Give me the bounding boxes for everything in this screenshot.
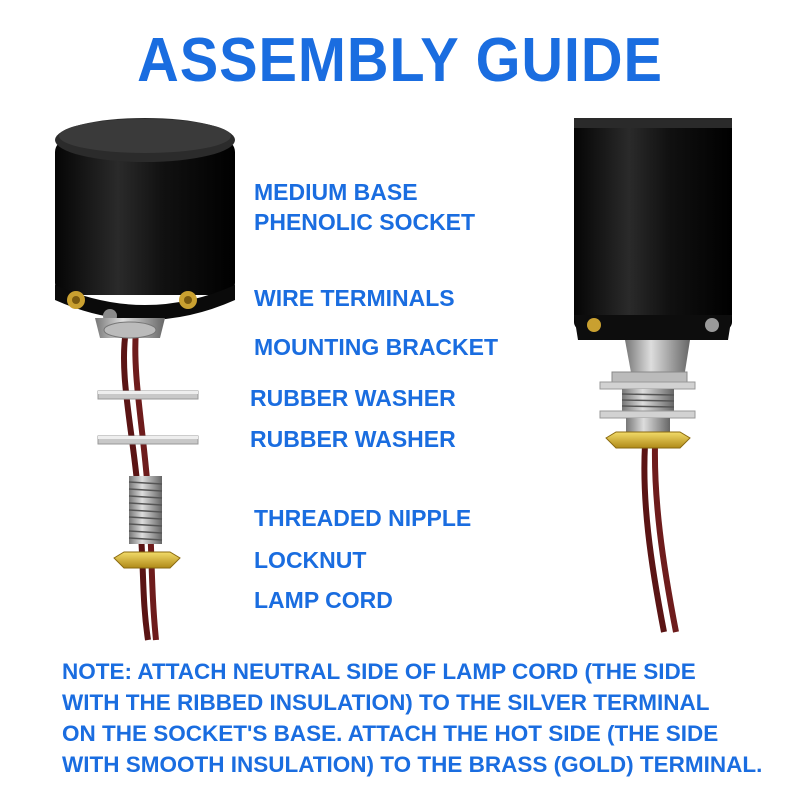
- locknut: [113, 551, 181, 569]
- label-threaded-nipple: THREADED NIPPLE: [254, 505, 472, 531]
- rubber-washer-bottom: [97, 435, 199, 445]
- exploded-socket-assembly: [55, 118, 235, 641]
- lamp-cord-right-b: [651, 444, 679, 633]
- wire-terminals: [67, 291, 197, 323]
- threaded-nipple: [128, 476, 163, 544]
- label-phenolic-socket: PHENOLIC SOCKET: [254, 209, 476, 235]
- label-mounting-bracket: MOUNTING BRACKET: [254, 334, 499, 360]
- rubber-washer-top: [97, 390, 199, 400]
- wiring-note: NOTE: ATTACH NEUTRAL SIDE OF LAMP CORD (…: [62, 656, 782, 780]
- label-rubber-washer-1: RUBBER WASHER: [250, 385, 456, 411]
- note-line-2: WITH THE RIBBED INSULATION) TO THE SILVE…: [62, 690, 710, 715]
- page-title: ASSEMBLY GUIDE: [137, 26, 663, 95]
- note-line-3: ON THE SOCKET'S BASE. ATTACH THE HOT SID…: [62, 721, 719, 746]
- mounting-bracket: [95, 318, 165, 339]
- note-line-4: WITH SMOOTH INSULATION) TO THE BRASS (GO…: [62, 752, 763, 777]
- label-wire-terminals: WIRE TERMINALS: [254, 285, 455, 311]
- label-locknut: LOCKNUT: [254, 547, 367, 573]
- assembled-socket: [574, 118, 732, 633]
- label-medium-base: MEDIUM BASE: [254, 179, 418, 205]
- label-lamp-cord: LAMP CORD: [254, 587, 393, 613]
- phenolic-socket: [55, 118, 235, 320]
- note-line-1: NOTE: ATTACH NEUTRAL SIDE OF LAMP CORD (…: [62, 659, 696, 684]
- label-rubber-washer-2: RUBBER WASHER: [250, 426, 456, 452]
- lamp-cord-right-a: [641, 444, 667, 633]
